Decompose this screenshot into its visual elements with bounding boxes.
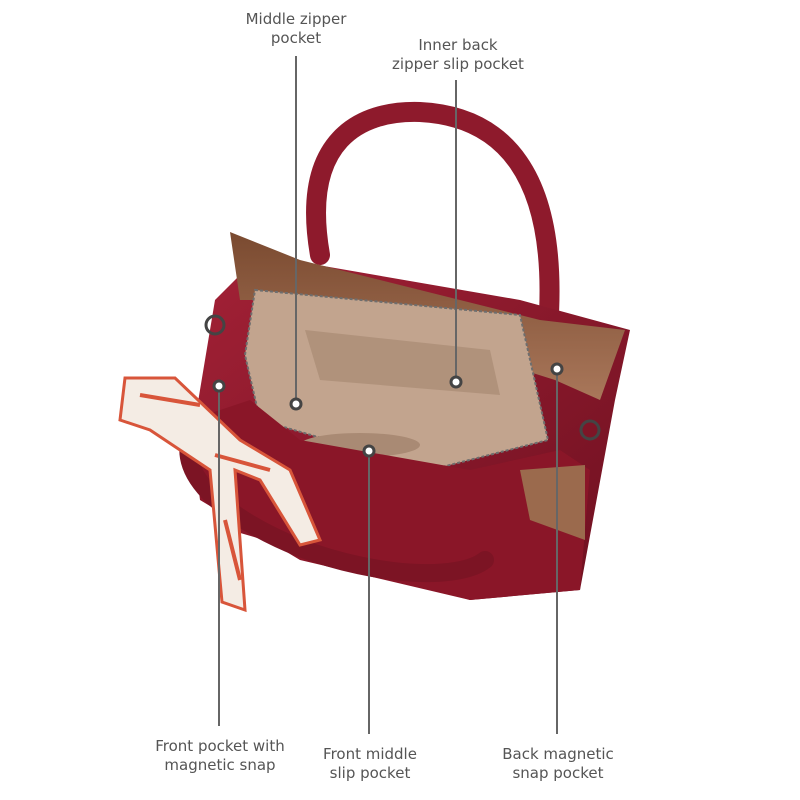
- marker-back-snap: [550, 362, 564, 376]
- marker-front-snap: [212, 379, 226, 393]
- marker-front-middle: [362, 444, 376, 458]
- callout-lines: [218, 56, 558, 734]
- side-ring-right: [579, 419, 601, 441]
- marker-inner-back: [449, 375, 463, 389]
- front-handle: [179, 411, 494, 583]
- label-back-magnetic-snap-pocket: Back magnetic snap pocket: [502, 745, 614, 782]
- label-inner-back-zipper-slip-pocket: Inner back zipper slip pocket: [392, 36, 524, 73]
- marker-middle-zipper: [289, 397, 303, 411]
- side-ring-left: [204, 314, 226, 336]
- front-lining: [520, 465, 585, 540]
- callout-markers: [212, 362, 564, 458]
- scarf-pattern: [139, 393, 271, 581]
- label-front-middle-slip-pocket: Front middle slip pocket: [323, 745, 417, 782]
- label-middle-zipper-pocket: Middle zipper pocket: [245, 10, 347, 47]
- back-handle: [306, 101, 560, 340]
- label-front-pocket-magnetic-snap: Front pocket with magnetic snap: [155, 737, 285, 774]
